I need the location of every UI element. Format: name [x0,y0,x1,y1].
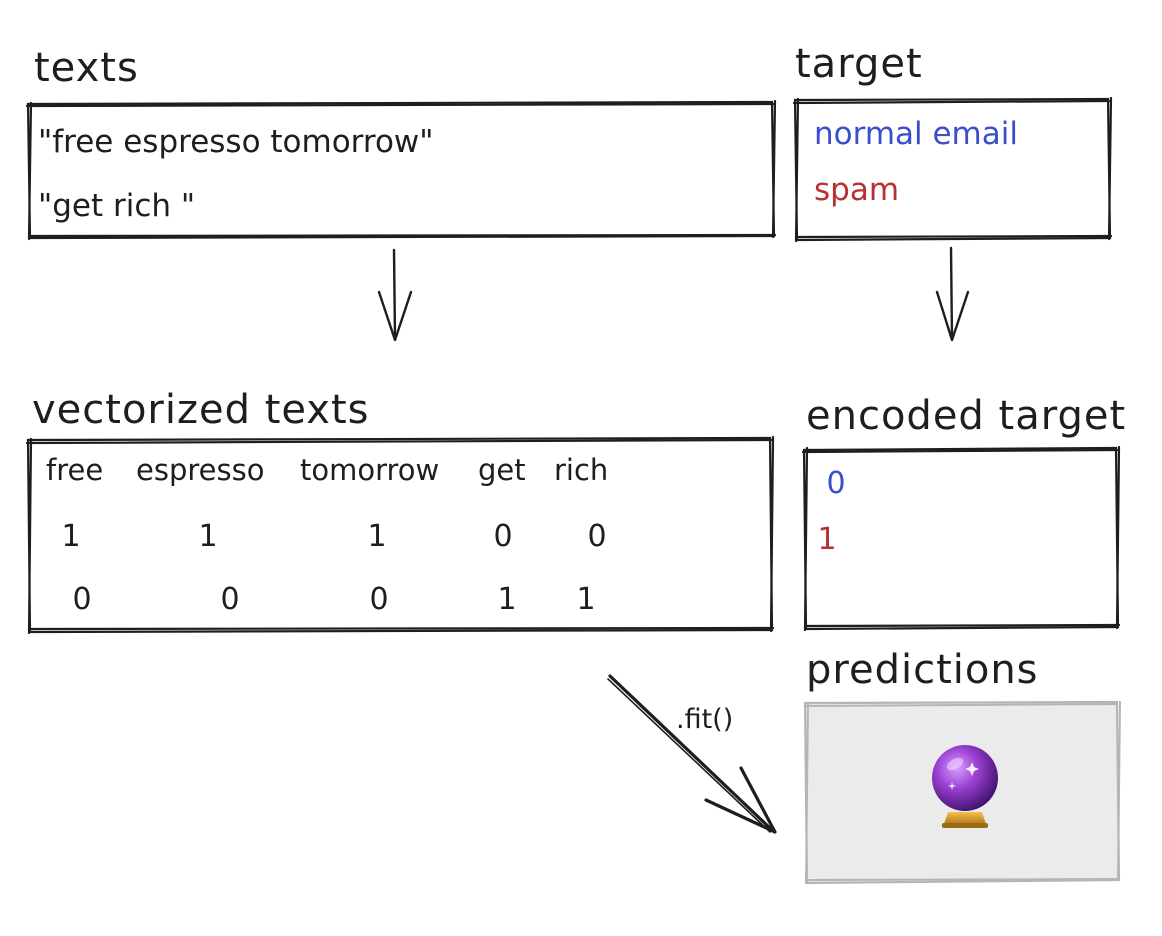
predictions-title: predictions [806,647,1039,693]
vector-header-rich: rich [554,453,609,487]
vector-cell: 0 [220,582,240,617]
vector-header-free: free [46,453,104,487]
vectorized-title: vectorized texts [32,387,370,433]
texts-title: texts [34,45,139,91]
vector-cell: 0 [587,519,607,554]
vector-cell: 1 [61,519,81,554]
texts-line-2: "get rich " [38,188,196,224]
vector-cell: 1 [198,519,218,554]
target-spam: spam [814,172,900,208]
encoded-box [801,445,1121,632]
crystal-ball-icon [932,745,998,828]
target-normal-email: normal email [814,116,1018,152]
encoded-title: encoded target [806,393,1127,439]
vector-cell: 1 [576,582,596,617]
fit-arrow [607,674,777,834]
texts-line-1: "free espresso tomorrow" [38,124,434,160]
vector-header-espresso: espresso [136,453,265,487]
arrow-target-to-encoded [935,246,970,342]
target-box [792,96,1113,243]
vector-header-tomorrow: tomorrow [300,453,440,487]
arrow-texts-to-vectorized [377,248,413,342]
fit-label: .fit() [676,704,734,735]
texts-box [25,99,777,241]
encoded-value-0: 0 [826,466,846,501]
vector-cell: 1 [497,582,517,617]
encoded-value-1: 1 [817,522,837,557]
vector-cell: 1 [367,519,387,554]
target-title: target [795,41,923,87]
vector-cell: 0 [369,582,389,617]
vector-header-get: get [478,453,526,487]
vectorized-box [25,435,775,635]
vector-cell: 0 [493,519,513,554]
vector-cell: 0 [72,582,92,617]
